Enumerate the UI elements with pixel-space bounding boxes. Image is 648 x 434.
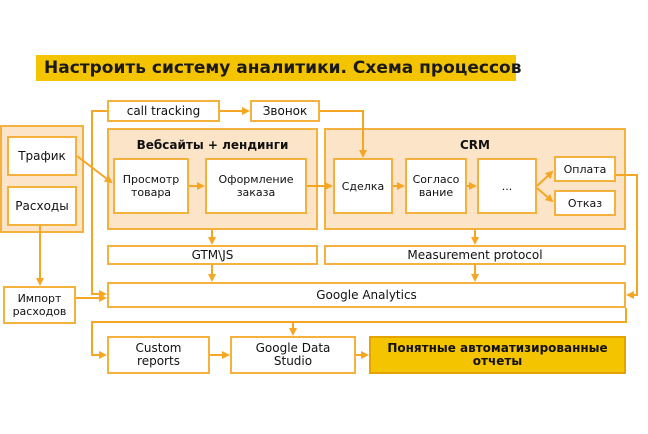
- google-analytics-node: Google Analytics: [107, 282, 626, 308]
- measurement-protocol-label: Measurement protocol: [407, 247, 543, 262]
- approval-node: Согласо вание: [405, 158, 467, 214]
- expenses-label: Расходы: [15, 198, 69, 213]
- payment-label: Оплата: [563, 162, 607, 176]
- gtm-js-label: GTM\JS: [191, 247, 234, 262]
- refusal-node: Отказ: [554, 190, 616, 216]
- approval-line2: вание: [418, 186, 454, 199]
- import-label-line1: Импорт: [17, 292, 62, 305]
- deal-label: Сделка: [341, 179, 385, 193]
- page-title: Настроить систему аналитики. Схема проце…: [36, 55, 521, 81]
- measurement-protocol-node: Measurement protocol: [324, 245, 626, 265]
- websites-title: Вебсайты + лендинги: [136, 138, 289, 152]
- call-tracking-node: call tracking: [107, 100, 220, 122]
- crm-title: CRM: [460, 138, 490, 152]
- custom-reports-node: Custom reports: [107, 336, 210, 374]
- expenses-node: Расходы: [7, 186, 77, 226]
- checkout-line1: Оформление: [218, 173, 294, 186]
- google-data-studio-line2: Studio: [273, 354, 313, 368]
- google-analytics-label: Google Analytics: [316, 287, 417, 302]
- import-label-line2: расходов: [12, 305, 67, 318]
- gtm-js-node: GTM\JS: [107, 245, 318, 265]
- automated-reports-line2: отчеты: [472, 354, 523, 368]
- import-expenses-node: Импорт расходов: [3, 286, 76, 324]
- checkout-line2: заказа: [236, 186, 276, 199]
- product-view-node: Просмотр товара: [113, 158, 189, 214]
- automated-reports-node: Понятные автоматизированные отчеты: [369, 336, 626, 374]
- payment-node: Оплата: [554, 156, 616, 182]
- custom-reports-line2: reports: [137, 354, 180, 368]
- more-steps-label: ...: [501, 179, 513, 193]
- approval-line1: Согласо: [412, 173, 460, 186]
- line-bus-left: [91, 110, 107, 298]
- call-node: Звонок: [250, 100, 320, 122]
- google-data-studio-node: Google Data Studio: [230, 336, 356, 374]
- deal-node: Сделка: [333, 158, 393, 214]
- refusal-label: Отказ: [567, 196, 603, 210]
- product-view-line1: Просмотр: [122, 173, 180, 186]
- more-steps-node: ...: [477, 158, 537, 214]
- call-tracking-label: call tracking: [126, 103, 201, 118]
- call-label: Звонок: [262, 103, 308, 118]
- traffic-label: Трафик: [18, 148, 66, 163]
- checkout-node: Оформление заказа: [205, 158, 307, 214]
- traffic-node: Трафик: [7, 136, 77, 176]
- product-view-line2: товара: [130, 186, 172, 199]
